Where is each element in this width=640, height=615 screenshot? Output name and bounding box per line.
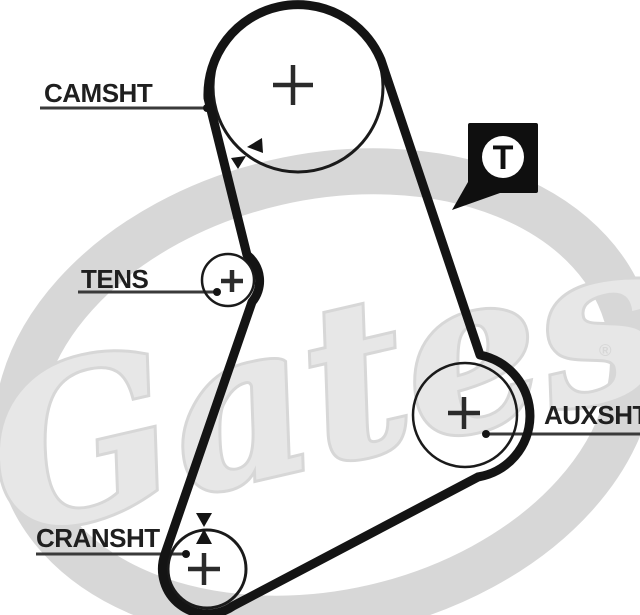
camshaft-arrow-upper-icon [247,138,263,153]
camshaft-arrow-lower-icon [231,156,246,169]
auxshaft-pulley-circle [411,361,519,469]
crankshaft-pulley-circle [166,528,248,610]
tensioner-leader-dot [213,288,221,296]
timing-badge-letter: T [493,139,514,177]
crankshaft-center-cross-icon [188,553,220,585]
auxshaft-center-cross-icon [448,397,480,429]
tensioner-label: TENS [81,264,149,294]
crankshaft-arrow-up-icon [196,529,212,544]
crankshaft-leader-dot [182,550,190,558]
camshaft-center-cross-icon [273,65,313,105]
leader-lines [36,104,640,558]
tensioner-pulley-circle [200,252,256,308]
watermark-registered-icon: ® [599,341,612,360]
camshaft-label: CAMSHT [44,78,153,108]
tensioner-center-cross-icon [221,270,243,292]
crankshaft-timing-arrows-icon [196,513,212,544]
auxshaft-label: AUXSHT [544,400,640,430]
crankshaft-arrow-down-icon [196,513,212,527]
watermark-swoosh-ellipse [0,148,640,615]
timing-badge-circle [482,136,524,178]
auxshaft-leader-dot [482,430,490,438]
timing-belt-path [157,0,535,615]
crankshaft-label: CRANSHT [36,523,160,553]
camshaft-timing-arrows-icon [231,138,263,169]
timing-mark-badge: T [452,123,538,210]
